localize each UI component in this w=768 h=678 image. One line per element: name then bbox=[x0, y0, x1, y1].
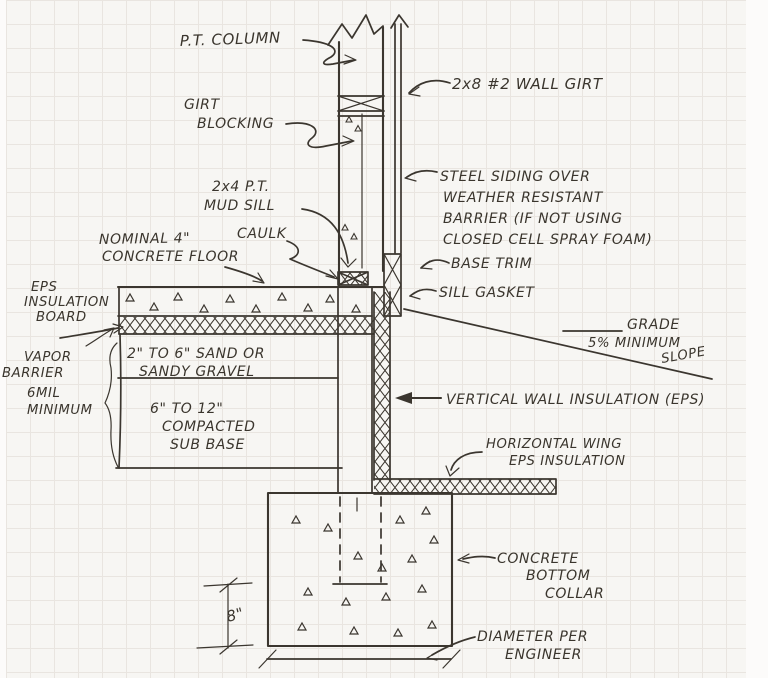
footing-aggregate-marks bbox=[291, 506, 439, 637]
pt-column-outline bbox=[327, 14, 385, 289]
label-eps-board-3: BOARD bbox=[36, 310, 87, 325]
footing-outline bbox=[266, 491, 454, 648]
vertical-wall-insulation-strip bbox=[373, 291, 391, 481]
label-nominal-floor-2: CONCRETE FLOOR bbox=[102, 249, 239, 265]
arrow-diameter bbox=[426, 636, 476, 661]
sand-and-subbase-boxes bbox=[115, 333, 343, 469]
label-mud-sill-1: 2x4 P.T. bbox=[212, 179, 270, 195]
label-diameter-2: ENGINEER bbox=[505, 647, 582, 663]
label-dim-8in: 8" bbox=[224, 604, 246, 626]
grade-line bbox=[403, 308, 713, 380]
dimension-footing-width bbox=[258, 649, 461, 669]
horizontal-wing-insulation-strip bbox=[373, 478, 557, 495]
steel-siding-lines bbox=[390, 14, 409, 254]
arrow-wall-girt bbox=[408, 79, 451, 97]
arrow-horizontal-wing bbox=[445, 451, 483, 477]
label-vapor-1: VAPOR bbox=[24, 350, 72, 365]
label-grade-2: 5% MINIMUM bbox=[588, 336, 681, 351]
arrow-nominal-floor bbox=[224, 266, 265, 284]
arrow-eps-board bbox=[59, 323, 124, 339]
label-steel-siding-2: WEATHER RESISTANT bbox=[443, 190, 604, 206]
arrow-pt-column bbox=[302, 39, 357, 66]
wall-girt-band bbox=[337, 95, 385, 117]
arrow-mud-sill bbox=[301, 208, 357, 268]
label-subbase-1: 6" TO 12" bbox=[150, 401, 223, 417]
label-subbase-3: SUB BASE bbox=[170, 437, 245, 453]
mud-sill-section bbox=[337, 271, 369, 286]
label-vapor-4: MINIMUM bbox=[27, 403, 93, 418]
arrow-sill-gasket bbox=[409, 288, 437, 300]
label-subbase-2: COMPACTED bbox=[162, 419, 256, 435]
label-vapor-2: BARRIER bbox=[2, 366, 64, 381]
eps-board-strip-horizontal bbox=[118, 317, 375, 335]
label-steel-siding-4: CLOSED CELL SPRAY FOAM) bbox=[443, 232, 652, 248]
label-mud-sill-2: MUD SILL bbox=[204, 198, 275, 214]
label-vapor-3: 6MIL bbox=[27, 386, 60, 401]
girt-blocking-marks bbox=[341, 115, 362, 240]
arrow-concrete-collar bbox=[457, 553, 496, 564]
label-collar-1: CONCRETE bbox=[497, 551, 579, 567]
paper-right-margin bbox=[746, 0, 768, 678]
label-wing-2: EPS INSULATION bbox=[509, 454, 626, 469]
label-eps-board-2: INSULATION bbox=[24, 295, 109, 310]
label-pt-column: P.T. COLUMN bbox=[180, 28, 282, 50]
break-line-siding-top bbox=[390, 14, 409, 29]
label-caulk: CAULK bbox=[237, 226, 288, 242]
arrow-vertical-wall-insulation bbox=[395, 392, 443, 404]
label-wall-girt: 2x8 #2 WALL GIRT bbox=[452, 75, 604, 93]
arrow-vapor-barrier bbox=[85, 327, 115, 347]
arrow-caulk bbox=[286, 240, 339, 280]
label-girt-blocking-1: GIRT bbox=[184, 97, 221, 113]
label-vertical-wall-insulation: VERTICAL WALL INSULATION (EPS) bbox=[446, 392, 705, 408]
dimension-8in bbox=[196, 577, 254, 655]
vapor-barrier-brace bbox=[104, 342, 119, 468]
label-nominal-floor-1: NOMINAL 4" bbox=[99, 230, 191, 248]
label-steel-siding-3: BARRIER (IF NOT USING bbox=[443, 211, 623, 227]
label-sill-gasket: SILL GASKET bbox=[439, 285, 535, 301]
label-sand-1: 2" TO 6" SAND OR bbox=[127, 346, 265, 362]
label-base-trim: BASE TRIM bbox=[451, 256, 532, 272]
label-collar-2: BOTTOM bbox=[526, 568, 590, 584]
label-grade-1: GRADE bbox=[627, 317, 680, 333]
paper-left-margin bbox=[0, 0, 6, 678]
buried-pier-lines bbox=[337, 286, 373, 494]
label-steel-siding-1: STEEL SIDING OVER bbox=[440, 169, 590, 185]
arrow-steel-siding bbox=[404, 169, 438, 182]
slab-aggregate-marks bbox=[125, 292, 361, 313]
annotations: P.T. COLUMN 2x8 #2 WALL GIRT GIRT BLOCKI… bbox=[2, 28, 707, 663]
break-line-column-top bbox=[327, 14, 384, 46]
label-sand-2: SANDY GRAVEL bbox=[139, 364, 255, 380]
label-eps-board-1: EPS bbox=[31, 280, 57, 295]
arrow-base-trim bbox=[420, 259, 450, 270]
arrow-girt-blocking bbox=[285, 122, 355, 149]
label-collar-3: COLLAR bbox=[545, 586, 604, 602]
label-wing-1: HORIZONTAL WING bbox=[486, 437, 622, 452]
label-diameter-1: DIAMETER PER bbox=[477, 629, 588, 645]
label-girt-blocking-2: BLOCKING bbox=[197, 116, 274, 132]
